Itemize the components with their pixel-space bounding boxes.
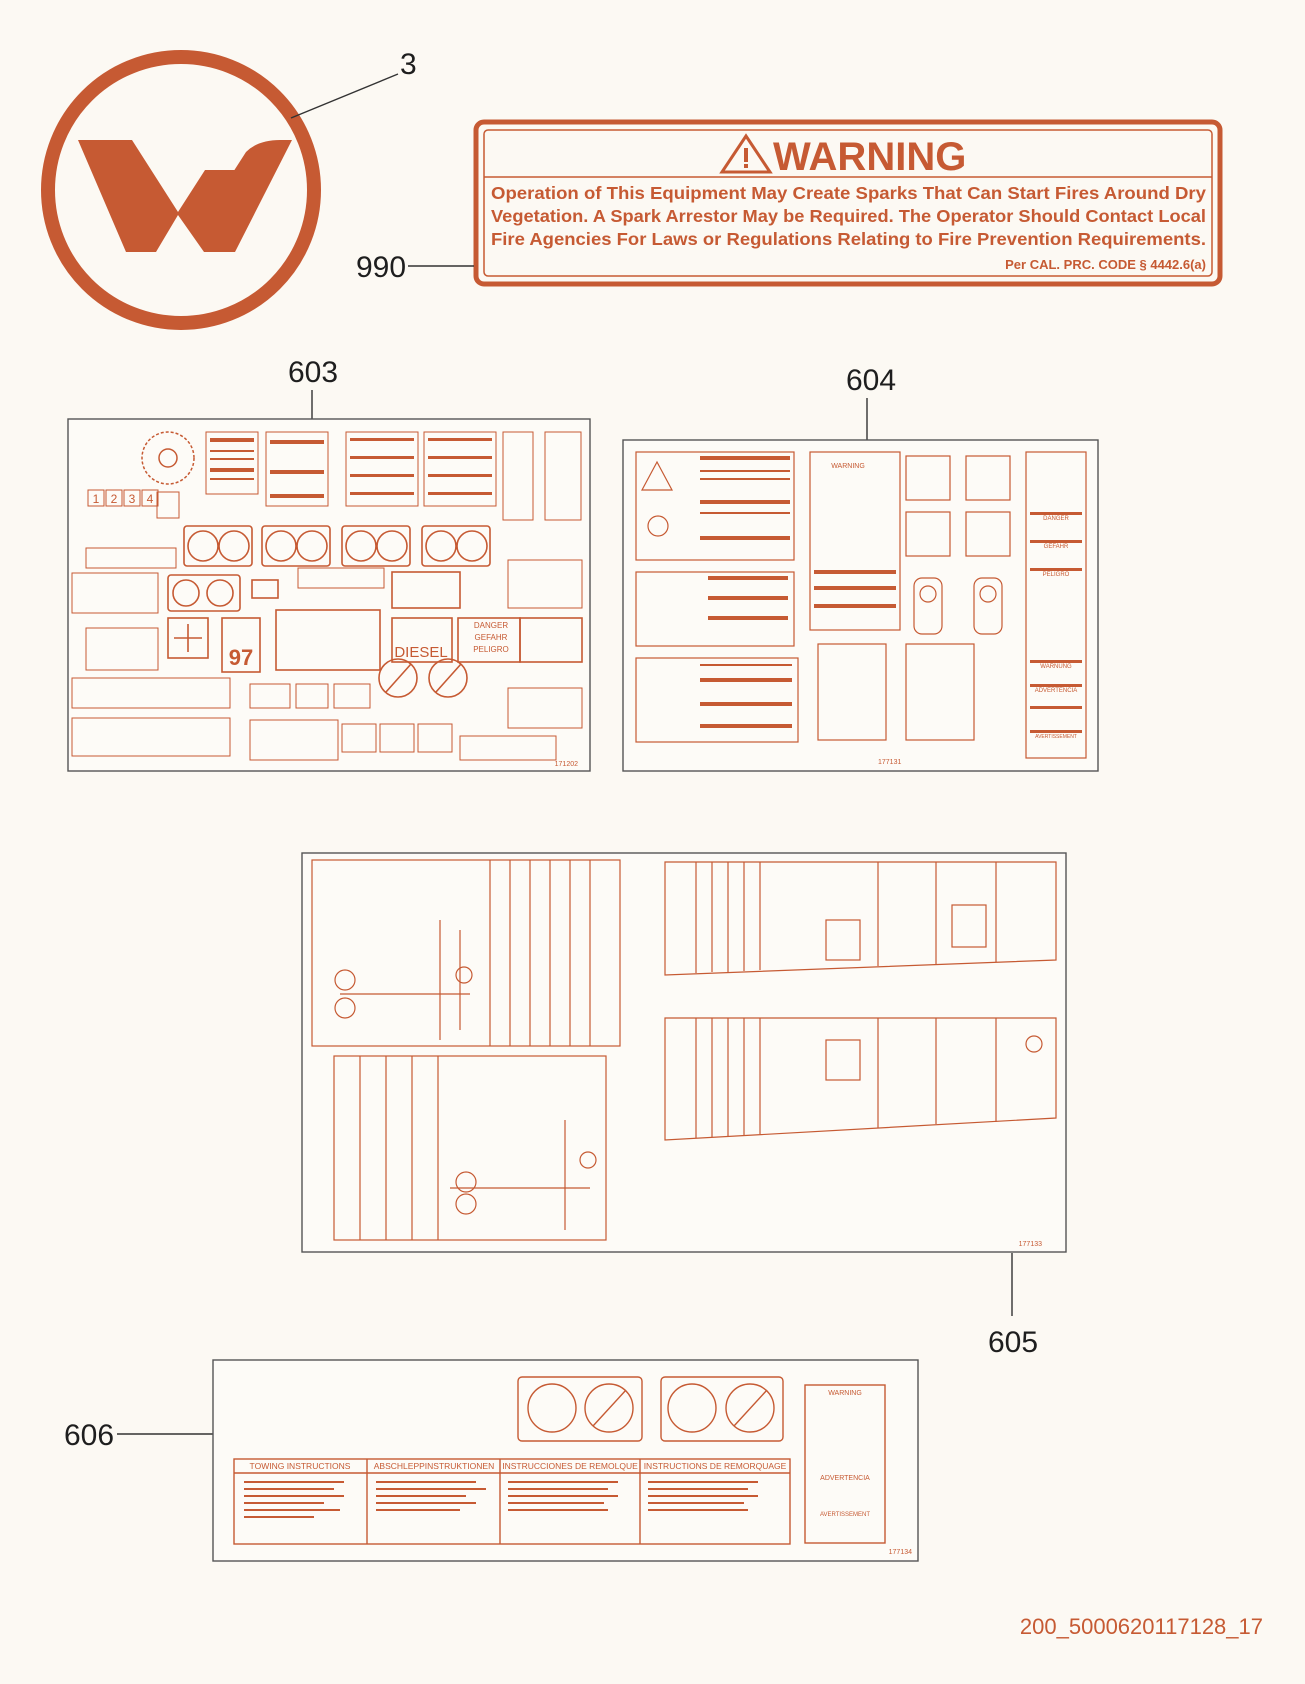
peligro-label-604: PELIGRO [1043, 572, 1070, 578]
avertissement-label-604: AVERTISSEMENT [1035, 734, 1077, 740]
avertissement-label-606: AVERTISSEMENT [820, 1512, 870, 1518]
decal-kit-603: 1 2 3 4 97 DIESEL DANGER GEFAHR PELIGRO [67, 418, 591, 772]
towing-header-de: ABSCHLEPPINSTRUKTIONEN [374, 1461, 494, 1471]
danger-label-604: DANGER [1043, 516, 1069, 522]
digit-3: 3 [129, 492, 136, 506]
part-number-177134: 177134 [889, 1549, 912, 1556]
part-number-177133: 177133 [1019, 1241, 1042, 1248]
warning-decal: WARNING Operation of This Equipment May … [473, 119, 1223, 287]
callout-warning-decal: 990 [356, 251, 406, 284]
towing-header-fr: INSTRUCTIONS DE REMORQUAGE [644, 1461, 787, 1471]
warning-line-1: Operation of This Equipment May Create S… [491, 183, 1206, 203]
warning-triangle-icon [719, 133, 773, 174]
decal-kit-605: 177133 [301, 852, 1067, 1253]
gefahr-label-603: GEFAHR [475, 633, 508, 642]
advertencia-label-606: ADVERTENCIA [820, 1475, 870, 1482]
part-number-177131: 177131 [878, 759, 901, 766]
warning-line-3: Fire Agencies For Laws or Regulations Re… [491, 229, 1206, 249]
w-logo-icon [78, 140, 292, 252]
warning-line-2: Vegetation. A Spark Arrestor May be Requ… [491, 206, 1206, 226]
callout-logo: 3 [400, 48, 417, 81]
advertencia-label-604: ADVERTENCIA [1035, 688, 1078, 694]
digit-1: 1 [93, 492, 100, 506]
warnung-label-604: WARNUNG [1040, 664, 1072, 670]
digit-4: 4 [147, 492, 154, 506]
warning-code: Per CAL. PRC. CODE § 4442.6(a) [1005, 257, 1206, 272]
callout-kit-603: 603 [288, 356, 338, 389]
digit-2: 2 [111, 492, 118, 506]
callout-kit-605: 605 [988, 1326, 1038, 1359]
diesel-label: DIESEL [394, 644, 447, 661]
part-number-171202: 171202 [555, 761, 578, 768]
warning-label-604: WARNING [831, 463, 865, 470]
danger-label-603: DANGER [474, 621, 508, 630]
decal-kit-604: WARNING DANGER GEFAHR PELIGRO WARNUNG AD… [622, 439, 1099, 772]
drawing-number: 200_5000620117128_17 [1020, 1614, 1263, 1639]
decal-kit-606: TOWING INSTRUCTIONS ABSCHLEPPINSTRUKTION… [212, 1359, 919, 1562]
callout-kit-604: 604 [846, 364, 896, 397]
peligro-label-603: PELIGRO [473, 645, 509, 654]
warning-heading: WARNING [773, 135, 966, 179]
callout-kit-606: 606 [64, 1419, 114, 1452]
towing-header-en: TOWING INSTRUCTIONS [250, 1461, 351, 1471]
towing-header-es: INSTRUCCIONES DE REMOLQUE [502, 1461, 638, 1471]
warning-label-606: WARNING [828, 1390, 862, 1397]
gefahr-label-604: GEFAHR [1044, 544, 1069, 550]
brand-logo-decal [41, 50, 321, 330]
number-97: 97 [229, 645, 253, 670]
